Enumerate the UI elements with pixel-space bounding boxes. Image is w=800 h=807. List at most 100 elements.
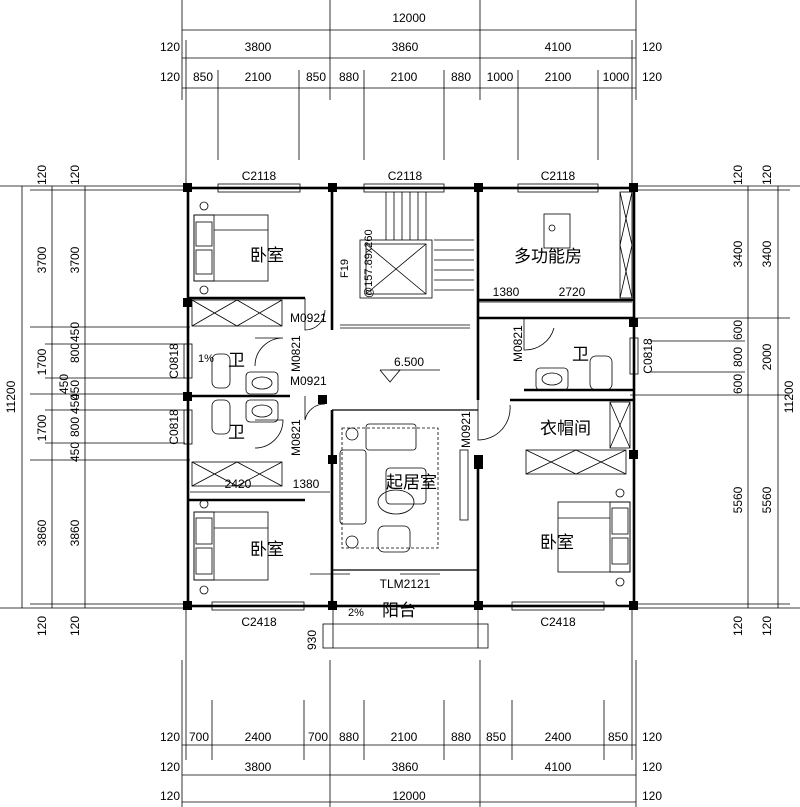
window-c2118-c: C2118 <box>541 169 576 183</box>
dim-int-1380b: 1380 <box>293 477 320 491</box>
dim-right-i1: 120 <box>731 165 745 185</box>
dim-top2-a: 120 <box>160 70 180 84</box>
door-m0821-a: M0821 <box>289 335 303 372</box>
dim-bottom-total: 12000 <box>392 789 426 803</box>
dim-balcony-930: 930 <box>305 630 319 650</box>
dim-left-o5: 3860 <box>35 519 49 546</box>
dim-int-2720: 2720 <box>559 285 586 299</box>
dim-left-o2: 3700 <box>35 246 49 273</box>
staircase: F19 @157.89x260 <box>339 192 474 329</box>
dim-top2-e: 880 <box>339 70 359 84</box>
window-c2418-b: C2418 <box>540 615 576 629</box>
structural-columns <box>183 183 638 610</box>
bed-se <box>557 488 631 587</box>
dim-bot1-a: 120 <box>160 760 180 774</box>
window-c0818-a: C0818 <box>167 343 181 379</box>
dim-right-o3: 2000 <box>760 343 774 370</box>
dim-top1-d: 4100 <box>545 40 572 54</box>
interior-dimensions: 1380 2720 2420 1380 <box>190 285 632 493</box>
dim-left-i6: 450 <box>68 394 82 414</box>
dim-top-total: 12000 <box>392 11 426 25</box>
room-bedroom-sw: 卧室 <box>250 540 284 559</box>
window-c2118-a: C2118 <box>242 169 277 183</box>
dim-top1-e: 120 <box>642 40 662 54</box>
dim-bot1-b: 3800 <box>245 760 272 774</box>
dim-bot2-j: 850 <box>608 730 628 744</box>
dim-top1-c: 3860 <box>392 40 419 54</box>
dim-right-o4: 5560 <box>760 486 774 513</box>
dim-left-o3: 1700 <box>35 348 49 375</box>
left-dimensions: 11200 120 3700 1700 1700 3860 120 120 37… <box>0 165 190 636</box>
dim-left-i1: 120 <box>68 165 82 185</box>
dim-left-i3: 800 <box>68 343 82 363</box>
dim-bot1-c: 3860 <box>392 760 419 774</box>
balcony <box>322 606 489 649</box>
door-tlm2121: TLM2121 <box>380 577 431 591</box>
dim-left-i4: 450 <box>68 322 82 342</box>
dim-bot2-d: 700 <box>308 730 328 744</box>
dim-top2-k: 120 <box>642 70 662 84</box>
door-m0821-c: M0821 <box>511 325 525 362</box>
dim-top2-g: 880 <box>451 70 471 84</box>
room-bedroom-nw: 卧室 <box>250 246 284 265</box>
living-room-furniture <box>339 423 469 553</box>
elevation-label: 6.500 <box>394 355 424 369</box>
dim-top2-i: 2100 <box>545 70 572 84</box>
room-cloakroom: 衣帽间 <box>540 419 591 438</box>
dim-right-total: 11200 <box>782 380 796 413</box>
elevation-marker: 6.500 <box>379 355 440 383</box>
room-multi-purpose: 多功能房 <box>514 247 582 266</box>
dim-top1-b: 3800 <box>245 40 272 54</box>
dim-left-i8: 450 <box>68 442 82 462</box>
dim-right-i6: 5560 <box>731 486 745 513</box>
dim-bot1-d: 4100 <box>545 760 572 774</box>
window-c0818-c: C0818 <box>641 338 655 374</box>
room-living: 起居室 <box>386 473 437 492</box>
dim-top2-h: 1000 <box>487 70 514 84</box>
bed-nw <box>193 201 269 295</box>
dim-top2-j: 1000 <box>603 70 630 84</box>
right-dimensions: 11200 120 3400 600 800 600 5560 120 120 … <box>630 165 800 636</box>
window-c2418-a: C2418 <box>241 615 277 629</box>
windows: C2118 C2118 C2118 C2418 C2418 C0818 C081… <box>167 169 655 629</box>
dim-left-o1: 120 <box>35 165 49 185</box>
dim-bot2-a: 120 <box>160 730 180 744</box>
window-c0818-b: C0818 <box>167 409 181 445</box>
dim-left-i9: 3860 <box>68 519 82 546</box>
dim-left-i7: 800 <box>68 417 82 437</box>
dim-left-o6: 120 <box>35 616 49 636</box>
room-bath-ne: 卫 <box>572 345 589 364</box>
room-bedroom-se: 卧室 <box>540 533 574 552</box>
slope-mark-b: 2% <box>348 607 364 619</box>
stair-note-b: @157.89x260 <box>363 229 375 298</box>
door-m0821-b: M0821 <box>289 419 303 456</box>
bottom-dimensions: 120 700 2400 700 880 2100 880 850 2400 8… <box>160 610 662 807</box>
dim-int-2420: 2420 <box>225 477 252 491</box>
dim-right-i4: 800 <box>731 347 745 367</box>
door-m0921-b: M0921 <box>290 374 327 388</box>
dim-left-total: 11200 <box>4 380 18 413</box>
room-bath-nw1: 卫 <box>228 351 245 370</box>
top-dimensions: 12000 120 3800 3860 4100 120 120 850 210… <box>160 0 662 190</box>
slope-mark-a: 1% <box>198 353 214 365</box>
bed-sw <box>193 499 269 595</box>
dim-bot1-e: 120 <box>642 760 662 774</box>
dim-right-i3: 600 <box>731 320 745 340</box>
room-bath-nw2: 卫 <box>228 423 245 442</box>
dim-top1-a: 120 <box>160 40 180 54</box>
door-m0921-a: M0921 <box>290 311 327 325</box>
dim-bot0-e: 120 <box>642 789 662 803</box>
dim-top2-d: 850 <box>306 70 326 84</box>
bathroom-fixtures <box>211 213 613 435</box>
dim-bot2-g: 880 <box>451 730 471 744</box>
dim-int-1380a: 1380 <box>493 285 520 299</box>
dim-right-o2: 3400 <box>760 240 774 267</box>
dim-bot2-b: 700 <box>189 730 209 744</box>
dim-left-i5: 450 <box>68 380 82 400</box>
stair-note-a: F19 <box>339 259 351 278</box>
door-m0921-c: M0921 <box>459 411 473 448</box>
dim-bot2-c: 2400 <box>245 730 272 744</box>
doors <box>254 298 555 575</box>
dim-right-i7: 120 <box>731 616 745 636</box>
